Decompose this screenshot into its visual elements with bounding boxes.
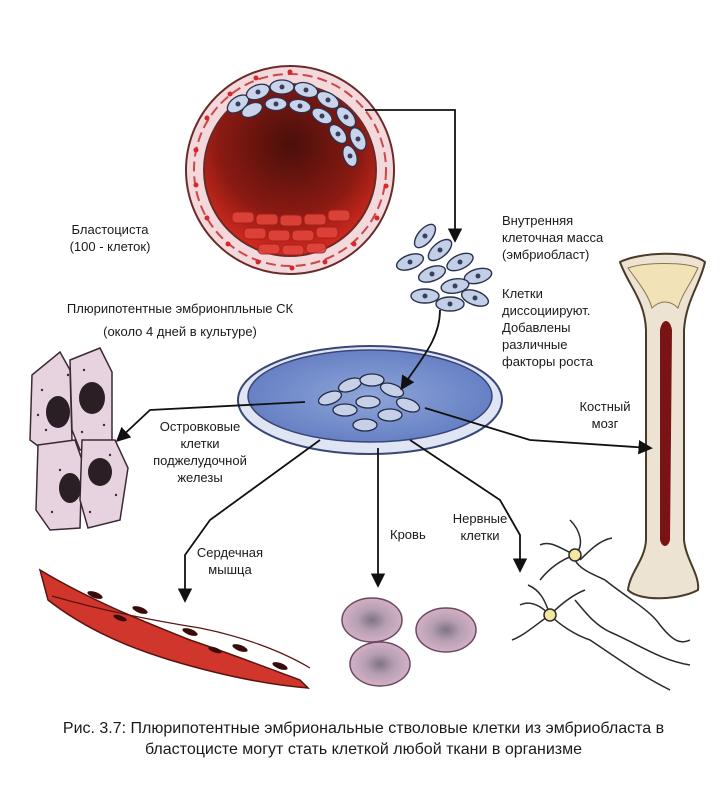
islet-line-4: железы [177, 470, 223, 485]
marrow-line-2: мозг [591, 416, 619, 431]
caption-line-1: Рис. 3.7: Плюрипотентные эмбриональные с… [62, 720, 665, 737]
blastocyst-label: Бластоциста (100 - клеток) [60, 221, 160, 255]
cardiac-muscle-label: Сердечная мышца [185, 544, 275, 578]
heart-line-1: Сердечная [196, 545, 264, 560]
dissociation-label: Клетки диссоциируют. Добавлены различные… [502, 285, 593, 370]
nerve-cells-illustration [511, 519, 691, 691]
nerve-line-1: Нервные [452, 511, 508, 526]
islet-line-2: клетки [180, 436, 220, 451]
dissociate-line-1: Клетки [502, 286, 543, 301]
islet-cells-label: Островковые клетки поджелудочной железы [140, 418, 260, 486]
pancreatic-islet-cells-illustration [29, 347, 129, 531]
caption-line-2: бластоцисте могут стать клеткой любой тк… [144, 741, 582, 758]
arrows [115, 109, 653, 603]
bone-marrow-label: Костный мозг [570, 398, 640, 432]
inner-cell-mass-cluster [395, 223, 493, 312]
marrow-line-1: Костный [579, 399, 631, 414]
nerve-line-2: клетки [460, 528, 500, 543]
blastocyst-illustration [185, 65, 395, 275]
heart-line-2: мышца [208, 562, 252, 577]
bone-marrow-illustration [618, 252, 707, 600]
inner-cell-mass-label: Внутренняя клеточная масса (эмбриобласт) [502, 212, 603, 263]
inner-mass-line-2: клеточная масса [502, 230, 604, 245]
dissociate-line-2: диссоциируют. [502, 303, 591, 318]
inner-mass-line-1: Внутренняя [502, 213, 574, 228]
islet-line-1: Островковые [159, 419, 241, 434]
inner-mass-line-3: (эмбриобласт) [502, 247, 590, 262]
blood-label: Кровь [390, 527, 426, 542]
dissociate-line-5: факторы роста [502, 354, 593, 369]
petri-dish [237, 345, 503, 455]
dissociate-line-4: различные [502, 337, 568, 352]
pluripotent-line-2: (около 4 дней в культуре) [103, 324, 257, 339]
red-blood-cells-illustration [341, 597, 477, 687]
blastocyst-name: Бластоциста [71, 222, 149, 237]
cardiac-muscle-illustration [38, 568, 311, 689]
dissociate-line-3: Добавлены [502, 320, 571, 335]
blastocyst-count: (100 - клеток) [69, 239, 151, 254]
pluripotent-label: Плюрипотентные эмбрионпльные СК (около 4… [20, 300, 340, 340]
figure-caption: Рис. 3.7: Плюрипотентные эмбриональные с… [0, 718, 727, 760]
pluripotent-line-1: Плюрипотентные эмбрионпльные СК [66, 301, 294, 316]
nerve-cells-label: Нервные клетки [440, 510, 520, 544]
islet-line-3: поджелудочной [153, 453, 247, 468]
